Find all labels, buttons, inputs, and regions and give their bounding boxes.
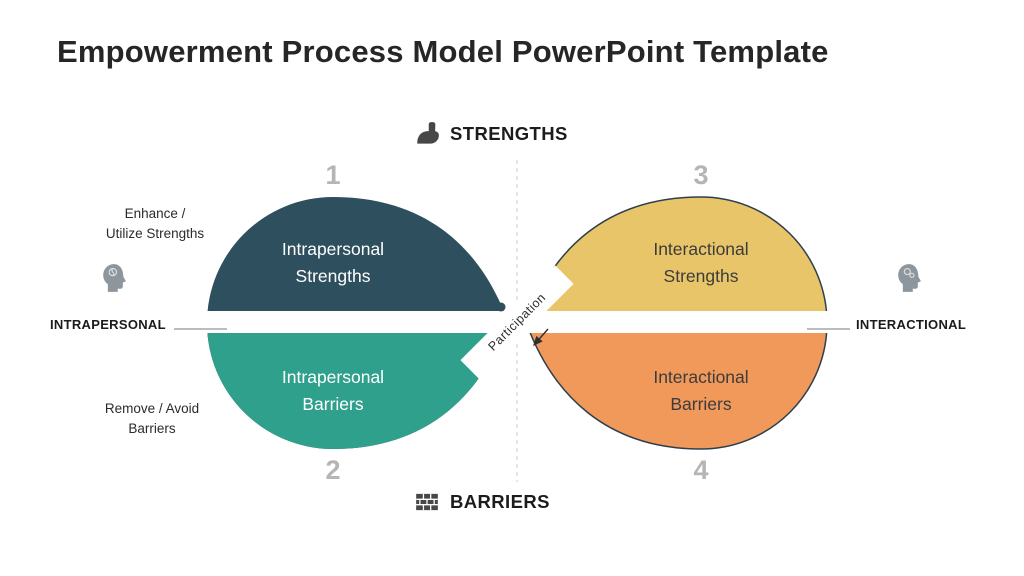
quadrant-number-3: 3	[693, 160, 709, 190]
strengths-axis: STRENGTHS	[414, 121, 568, 147]
flow-arrow	[533, 328, 549, 347]
strengths-axis-label: STRENGTHS	[450, 123, 568, 144]
participation-band	[460, 265, 574, 379]
barriers-axis: BARRIERS	[414, 489, 550, 515]
flow-start-dot	[496, 302, 506, 312]
quadrant-number-1: 1	[325, 160, 341, 190]
slide-title: Empowerment Process Model PowerPoint Tem…	[57, 34, 829, 69]
interactional-strengths-label: Interactional Strengths	[653, 239, 749, 286]
brick-mortar-lines	[416, 493, 438, 511]
barriers-axis-label: BARRIERS	[450, 491, 550, 512]
quadrant-number-2: 2	[325, 455, 341, 485]
interactional-side-label: INTERACTIONAL	[856, 317, 967, 332]
head-brain-icon	[103, 264, 126, 292]
interactional-barriers-label: Interactional Barriers	[653, 367, 749, 414]
head-gears-icon	[898, 264, 921, 292]
brick-wall-icon	[416, 493, 438, 511]
remove-barriers-annotation: Remove / Avoid Barriers	[104, 401, 200, 436]
enhance-strengths-annotation: Enhance / Utilize Strengths	[105, 206, 205, 241]
quadrant-number-4: 4	[693, 455, 709, 485]
intrapersonal-strengths-label: Intrapersonal Strengths	[281, 239, 385, 286]
muscle-icon	[417, 122, 439, 144]
intrapersonal-side-label: INTRAPERSONAL	[50, 317, 166, 332]
intrapersonal-barriers-label: Intrapersonal Barriers	[281, 367, 385, 414]
